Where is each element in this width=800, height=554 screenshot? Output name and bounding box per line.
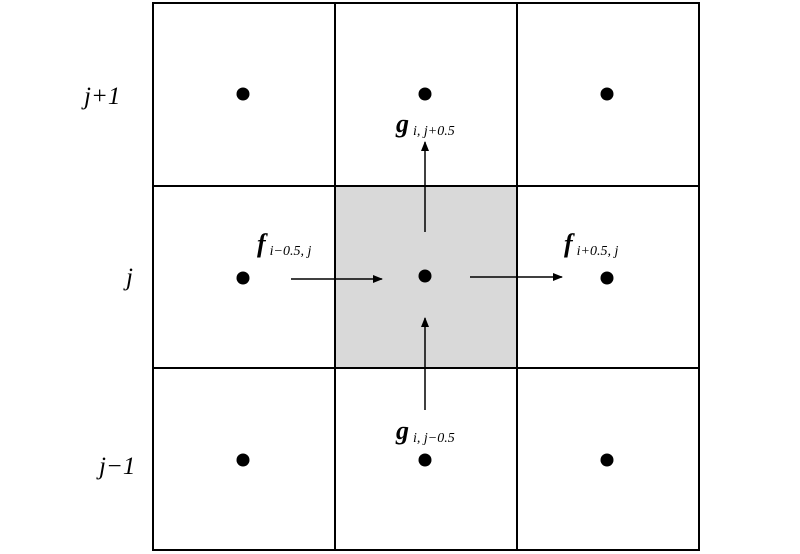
row-label-top: j+1 [81, 83, 120, 110]
node-bottom-right [600, 453, 614, 467]
label-g-top-subscript: i, j+0.5 [413, 124, 455, 139]
node-top-right [600, 87, 614, 101]
label-f-right: f i+0.5, j [564, 229, 619, 259]
row-label-middle: j [123, 264, 133, 291]
label-f-left-subscript: i−0.5, j [270, 244, 312, 259]
flux-arrows [291, 141, 563, 410]
label-g-top: g i, j+0.5 [395, 109, 455, 139]
label-f-right-subscript: i+0.5, j [577, 244, 619, 259]
label-g-bottom-subscript: i, j−0.5 [413, 431, 455, 446]
grid-border [152, 2, 700, 551]
node-top-left [236, 87, 250, 101]
node-top-center [418, 87, 432, 101]
label-g-bottom-symbol: g [395, 416, 409, 445]
label-g-bottom: g i, j−0.5 [395, 416, 455, 446]
node-middle-left [236, 271, 250, 285]
label-f-left-symbol: f [257, 229, 268, 258]
nodes [236, 87, 614, 467]
node-middle-center [418, 269, 432, 283]
node-middle-right [600, 271, 614, 285]
label-g-top-symbol: g [395, 109, 409, 138]
node-bottom-left [236, 453, 250, 467]
grid [152, 2, 700, 551]
row-label-bottom: j−1 [96, 453, 135, 480]
node-bottom-center [418, 453, 432, 467]
label-f-left: f i−0.5, j [257, 229, 312, 259]
label-f-right-symbol: f [564, 229, 575, 258]
